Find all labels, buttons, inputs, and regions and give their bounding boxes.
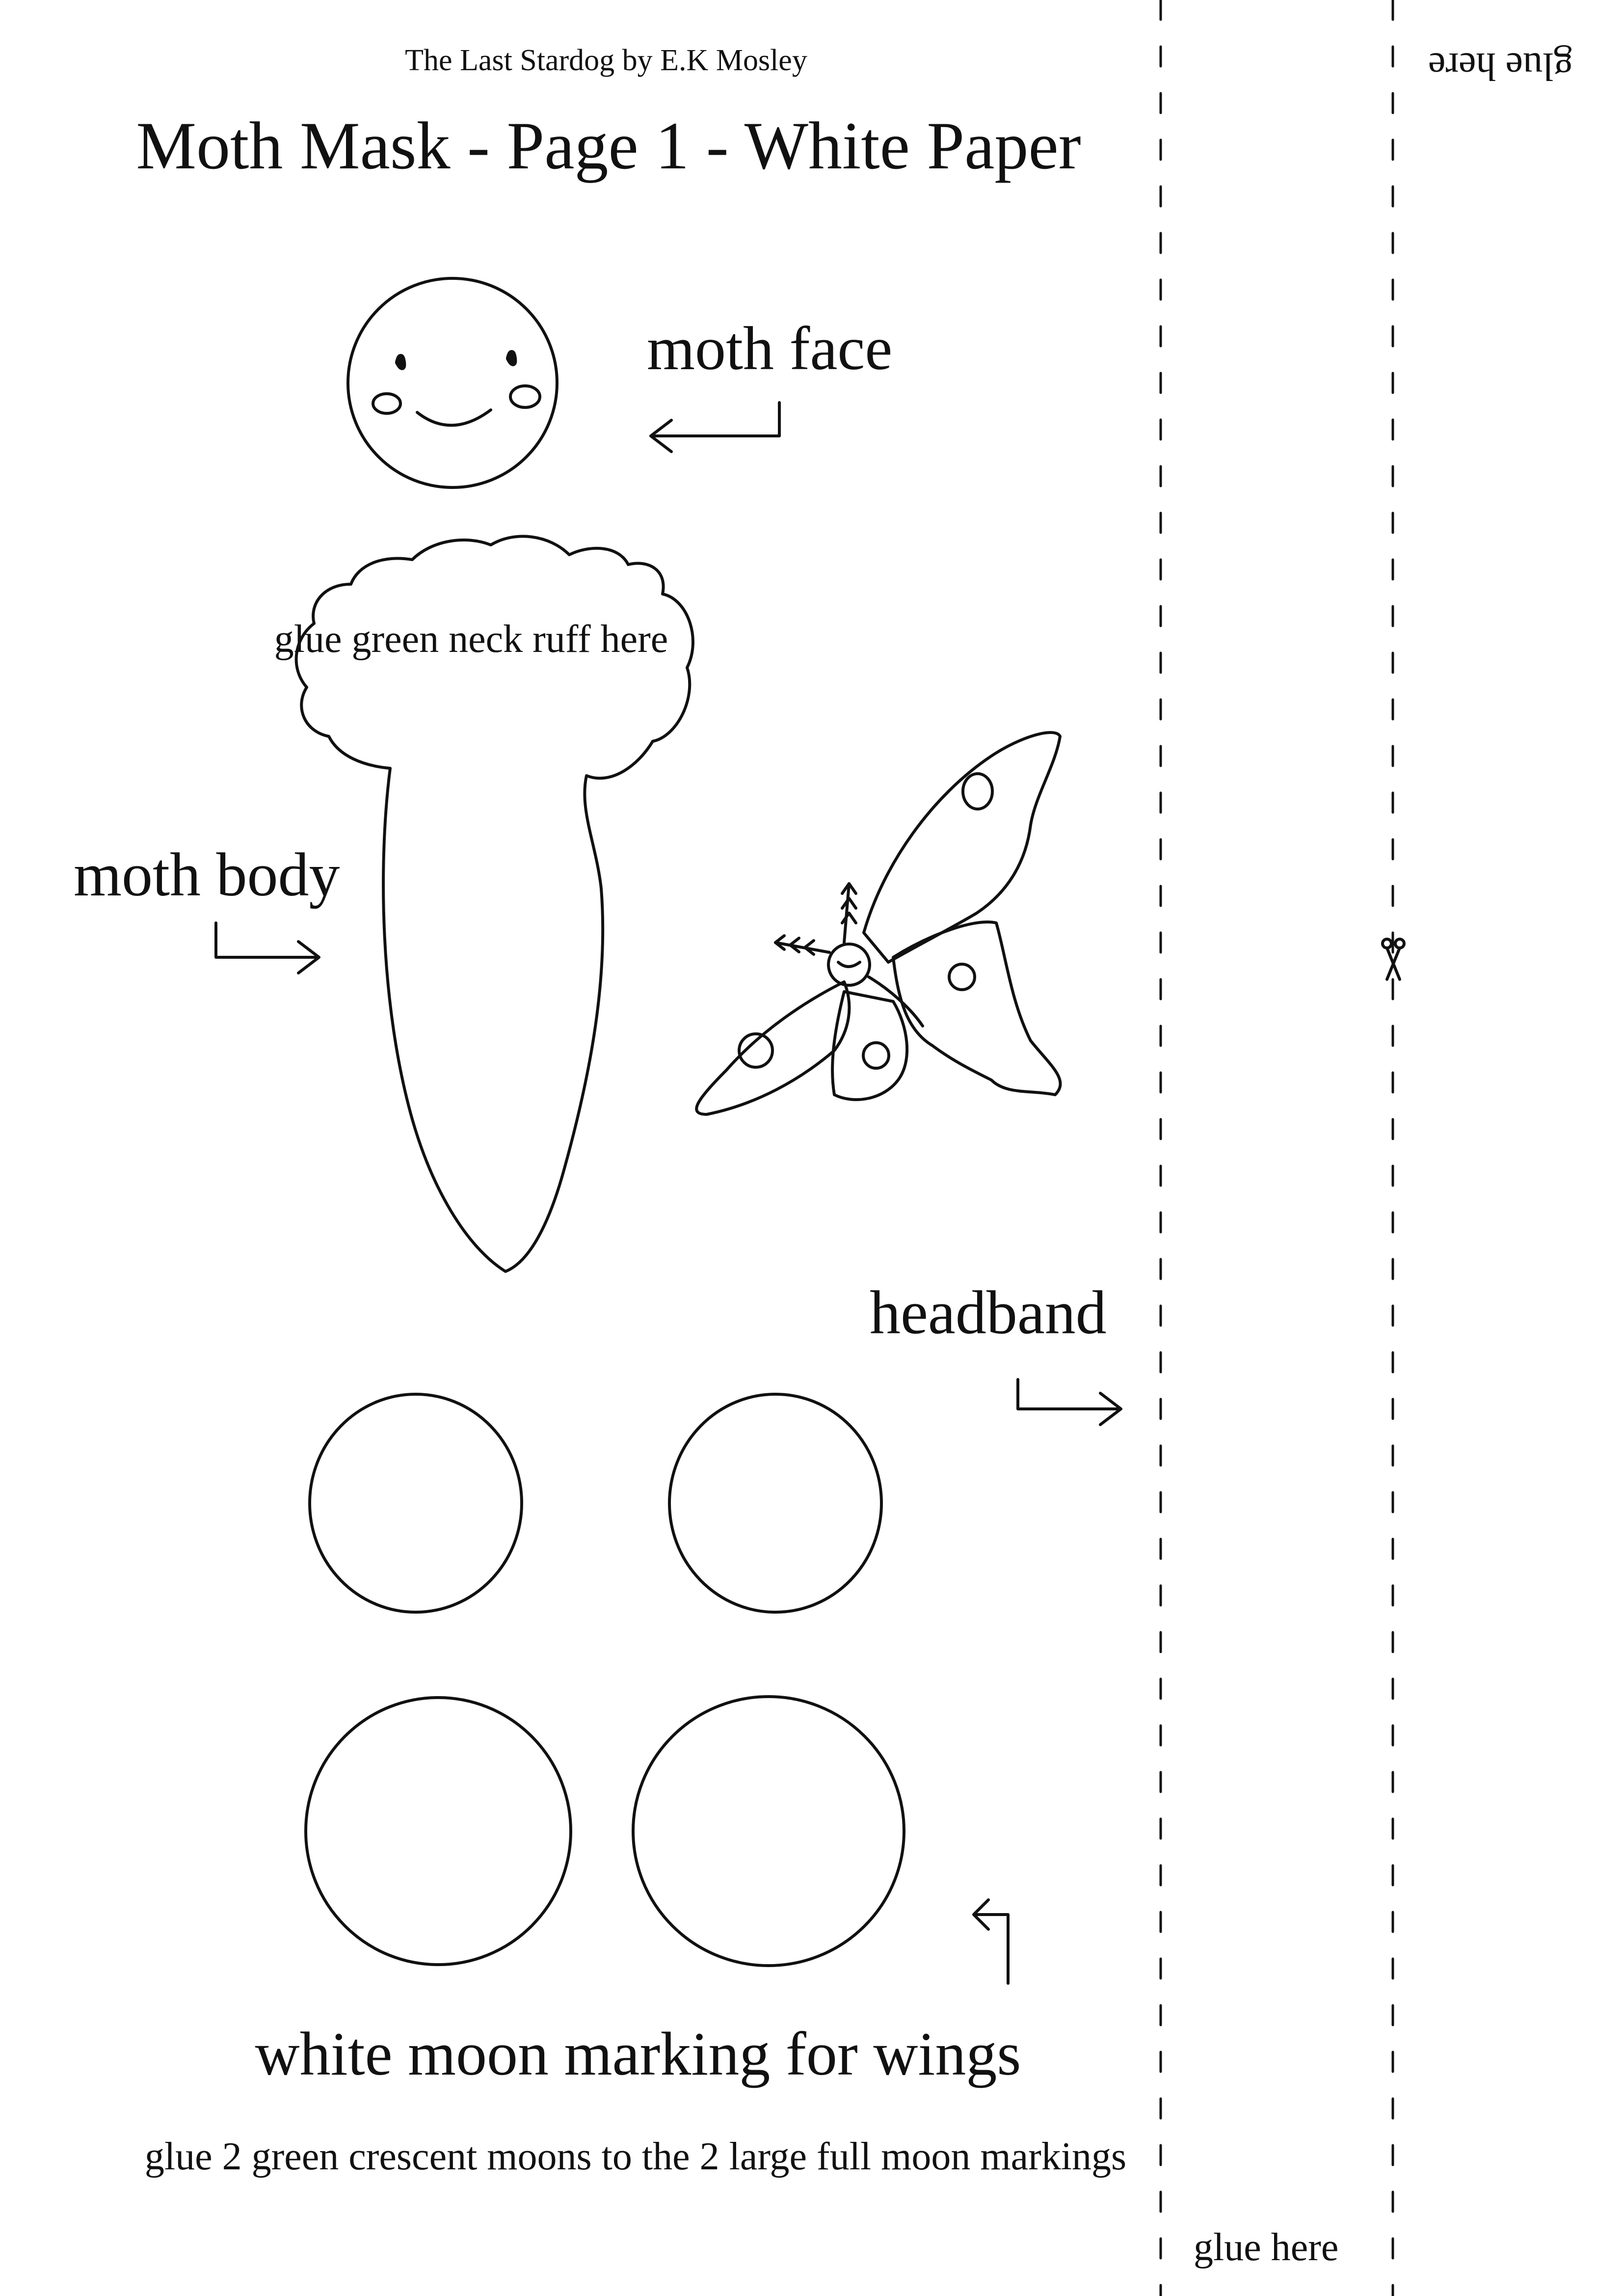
neck-ruff-instruction: glue green neck ruff here: [274, 618, 668, 661]
moth-illustration-icon: [695, 731, 1062, 1116]
moth-body-cutout: [294, 535, 694, 1273]
scissors-icon: [1381, 938, 1406, 981]
moth-face-arrow: [649, 401, 781, 453]
small-moon-marking-left: [308, 1393, 523, 1614]
moon-marking-label: white moon marking for wings: [255, 2020, 1021, 2088]
moth-body-arrow: [214, 921, 320, 974]
page-title: Moth Mask - Page 1 - White Paper: [136, 108, 1081, 183]
moth-face-label: moth face: [647, 315, 893, 383]
large-moon-marking-right: [632, 1695, 905, 1967]
author-credit: The Last Stardog by E.K Mosley: [405, 44, 807, 77]
large-moon-marking-left: [304, 1696, 572, 1966]
moon-marking-instructions: glue 2 green crescent moons to the 2 lar…: [144, 2135, 1127, 2178]
glue-here-bottom-label: glue here: [1194, 2226, 1339, 2269]
headband-arrow: [1016, 1378, 1122, 1426]
headband-label: headband: [870, 1279, 1107, 1347]
moth-body-label: moth body: [74, 841, 340, 909]
small-moon-marking-right: [668, 1393, 883, 1614]
moon-marking-arrow: [972, 1898, 1010, 1985]
moth-face-cutout: [346, 277, 559, 489]
glue-here-top-label: glue here: [1428, 45, 1573, 88]
